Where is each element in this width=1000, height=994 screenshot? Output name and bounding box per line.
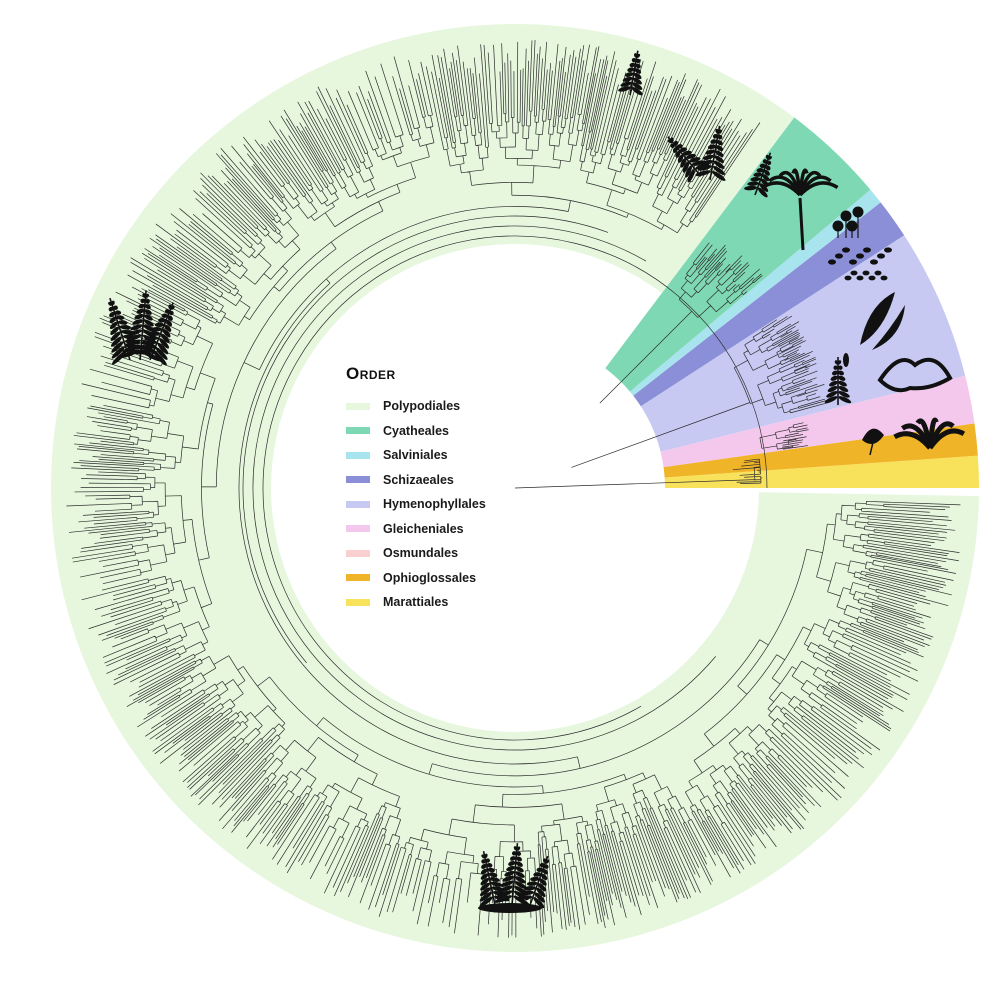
ground-mound-icon (478, 903, 542, 913)
water-fern-silhouette (832, 206, 864, 238)
legend-label: Polypodiales (383, 399, 461, 414)
legend-item-osmundales: Osmundales (346, 541, 546, 566)
legend-label: Gleicheniales (383, 521, 464, 536)
filmy-fern-silhouette (860, 292, 905, 350)
legend-swatch (346, 500, 370, 508)
legend-label: Hymenophyllales (383, 497, 486, 512)
polypod-silhouette-bottom-c (517, 855, 550, 909)
legend-label: Marattiales (383, 595, 449, 610)
legend-swatch (346, 427, 370, 435)
order-sectors (51, 23, 979, 953)
legend-swatch (346, 476, 370, 484)
tree-fern-silhouette (761, 168, 839, 251)
legend-swatch (346, 451, 370, 459)
legend-swatch (346, 525, 370, 533)
silhouettes (108, 50, 966, 913)
legend-label: Osmundales (383, 546, 459, 561)
legend-swatch (346, 402, 370, 410)
legend-label: Schizaeales (383, 472, 454, 487)
polypod-silhouette-left (618, 50, 643, 96)
legend-label: Ophioglossales (383, 570, 477, 585)
legend-item-gleicheniales: Gleicheniales (346, 517, 546, 542)
sector-polypodiales (51, 23, 979, 953)
legend-label: Salviniales (383, 448, 448, 463)
legend-swatch (346, 574, 370, 582)
legend-title: Order (346, 364, 396, 383)
ophioglossum-silhouette (862, 428, 884, 456)
legend-item-salviniales: Salviniales (346, 443, 546, 468)
tree-branches (66, 40, 961, 938)
gleichenia-silhouette (824, 357, 852, 405)
gleichenia-silhouette-net (843, 353, 953, 393)
legend-item-cyatheales: Cyatheales (346, 419, 546, 444)
legend-label: Cyatheales (383, 423, 450, 438)
marattia-silhouette (893, 417, 966, 450)
legend-item-marattiales: Marattiales (346, 590, 546, 615)
fern-cluster-silhouette (667, 136, 710, 183)
legend-item-hymenophyllales: Hymenophyllales (346, 492, 546, 517)
sector-schizaeales (633, 202, 905, 407)
legend-item-schizaeales: Schizaeales (346, 468, 546, 493)
fern-cluster-silhouette-b (695, 125, 726, 181)
sector-salviniales (629, 189, 881, 396)
phylogenetic-tree (66, 40, 961, 938)
legend-swatch (346, 549, 370, 557)
sector-gleicheniales (660, 375, 975, 468)
sector-hymenophyllales (640, 235, 966, 452)
legend-swatch (346, 598, 370, 606)
legend-item-ophioglossales: Ophioglossales (346, 566, 546, 591)
polypod-silhouette-bottom (479, 851, 510, 907)
fern-frond-silhouette-c (134, 302, 175, 366)
legend-item-polypodiales: Polypodiales (346, 394, 546, 419)
schizaea-silhouette (828, 247, 892, 281)
